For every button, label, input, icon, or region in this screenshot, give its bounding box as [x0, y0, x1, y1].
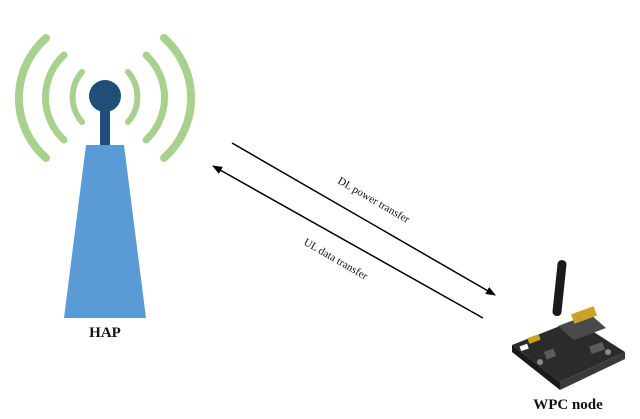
antenna-tower-icon [64, 80, 146, 318]
uplink-arrow [212, 165, 484, 319]
hap-label: HAP [89, 325, 121, 341]
sensor-board-icon [512, 260, 625, 390]
wpc-node: WPC node [512, 260, 625, 413]
hap-node: HAP [14, 34, 196, 341]
wpc-label: WPC node [533, 397, 603, 413]
uplink-label: UL data transfer [301, 236, 369, 282]
downlink-label: DL power transfer [335, 175, 411, 226]
wireless-waves-icon [14, 34, 196, 162]
downlink-arrow [231, 142, 496, 296]
